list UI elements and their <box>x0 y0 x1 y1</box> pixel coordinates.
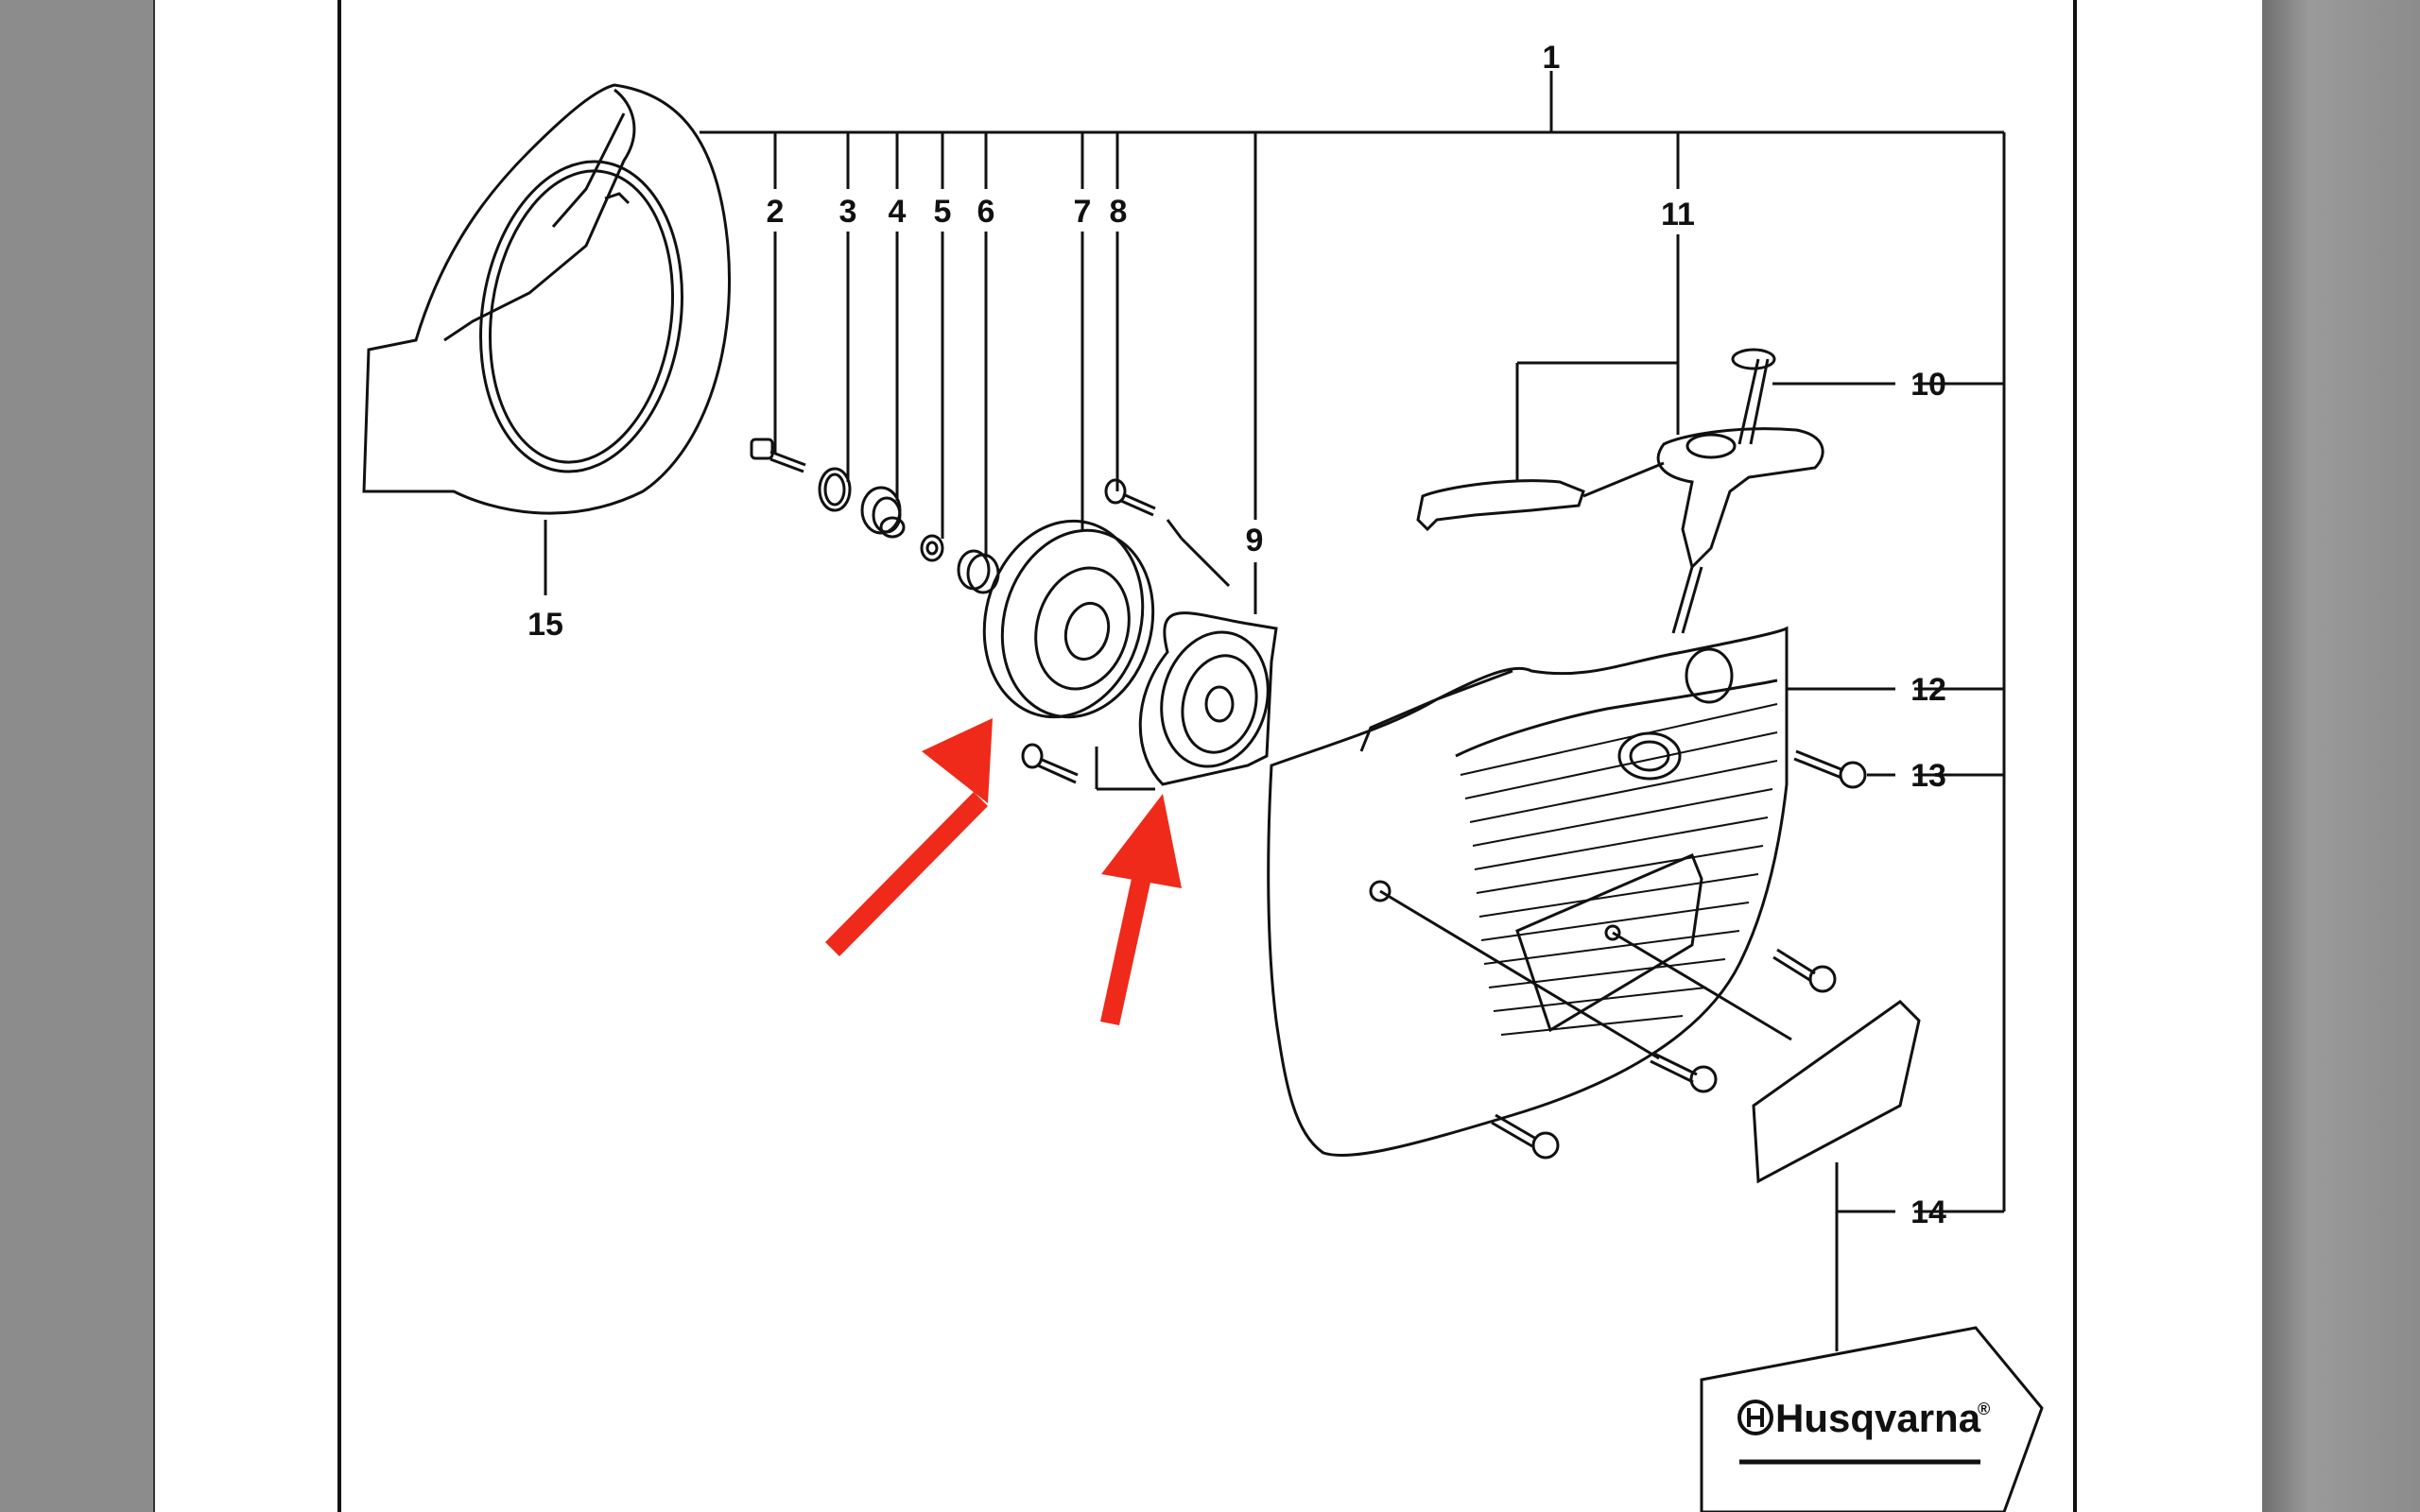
label-3: 3 <box>839 194 857 230</box>
label-13: 13 <box>1910 758 1946 794</box>
part-labels: 1 2 3 4 5 6 7 8 9 10 11 12 13 14 15 <box>527 40 1946 1230</box>
leader-lines <box>544 71 2006 1351</box>
label-15: 15 <box>527 607 563 643</box>
annotation-arrows <box>825 718 1182 1025</box>
screw-13 <box>1793 749 1867 789</box>
spring-cassette-9 <box>1138 611 1278 786</box>
starter-pulley-7 <box>982 519 1155 719</box>
decal-14 <box>1752 1000 1921 1184</box>
label-2: 2 <box>767 194 785 230</box>
brand-logo: Husqvarna ® <box>1737 1396 1990 1465</box>
brand-name: Husqvarna <box>1775 1396 1981 1440</box>
arrow-cassette <box>1100 794 1182 1025</box>
bolt-5 <box>920 534 944 562</box>
fan-housing <box>362 83 732 515</box>
screw-bottom <box>1491 1113 1560 1160</box>
screw-center <box>1650 1052 1718 1093</box>
screw-8 <box>1104 478 1231 588</box>
diagram-frame <box>337 0 2077 1512</box>
starter-cover <box>1267 626 1792 1158</box>
rope-guide-11 <box>1416 461 1665 532</box>
decal-husqvarna <box>1700 1326 2044 1512</box>
arrow-pulley <box>825 718 993 956</box>
label-1: 1 <box>1543 40 1561 76</box>
label-5: 5 <box>934 194 952 230</box>
starter-handle-10 <box>1656 348 1824 634</box>
screw-right <box>1772 948 1837 993</box>
label-7: 7 <box>1074 194 1092 230</box>
label-11: 11 <box>1661 197 1695 232</box>
label-8: 8 <box>1110 194 1128 230</box>
label-12: 12 <box>1910 672 1946 708</box>
label-10: 10 <box>1910 367 1946 403</box>
label-6: 6 <box>977 194 995 230</box>
washer-3 <box>818 467 852 512</box>
label-9: 9 <box>1246 523 1264 558</box>
registered-mark: ® <box>1978 1400 1990 1418</box>
husqvarna-logo-icon <box>1737 1400 1773 1435</box>
screw-lower <box>1021 743 1155 791</box>
viewer-background <box>2262 0 2420 1512</box>
screw-2 <box>750 438 806 473</box>
label-14: 14 <box>1910 1194 1946 1230</box>
pulley-hub-4 <box>860 486 906 539</box>
label-4: 4 <box>889 194 907 230</box>
